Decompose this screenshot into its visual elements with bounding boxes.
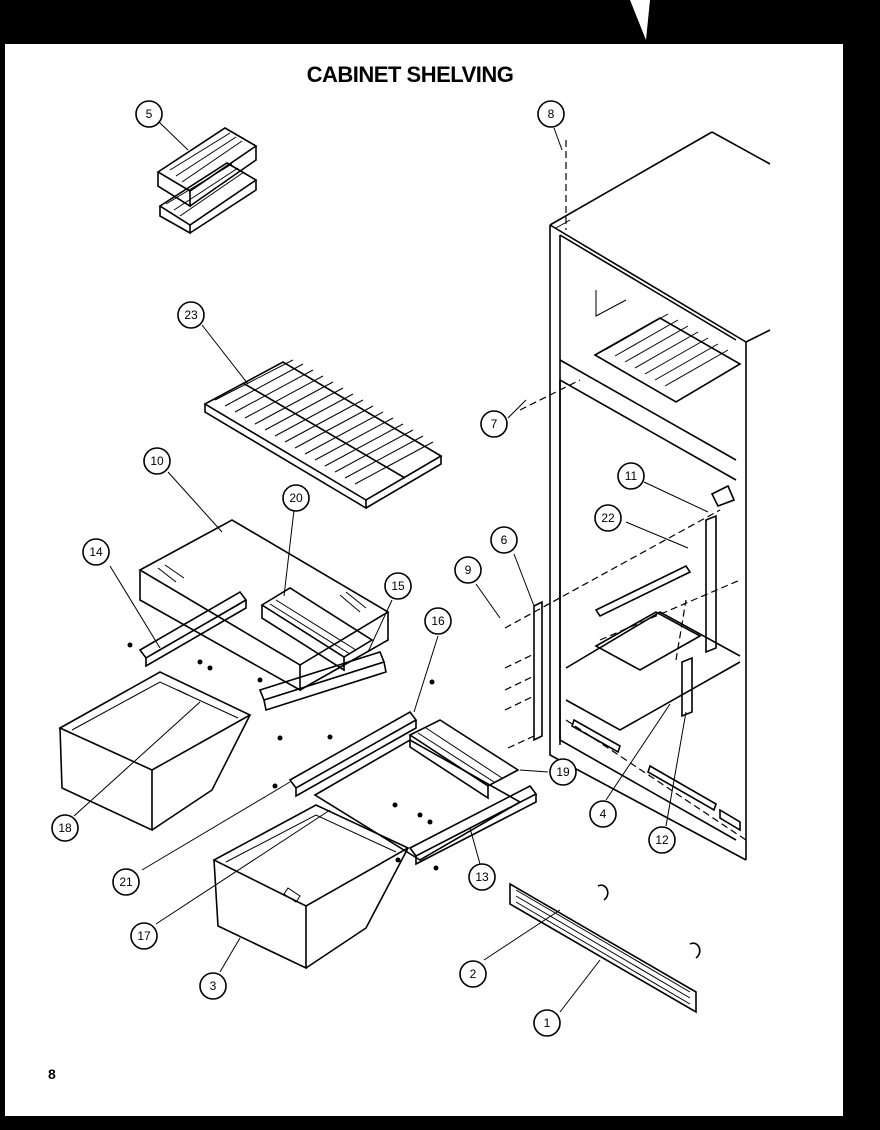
svg-text:6: 6 — [501, 533, 508, 547]
svg-text:1: 1 — [544, 1016, 551, 1030]
callout-1: 1 — [533, 1009, 561, 1037]
svg-text:11: 11 — [625, 469, 638, 483]
svg-text:4: 4 — [600, 807, 607, 821]
svg-text:13: 13 — [475, 870, 489, 884]
callout-16: 16 — [424, 607, 452, 635]
svg-text:9: 9 — [465, 563, 472, 577]
callout-18: 18 — [51, 814, 79, 842]
svg-text:14: 14 — [89, 545, 103, 559]
svg-text:17: 17 — [137, 929, 151, 943]
callout-17: 17 — [130, 922, 158, 950]
dashed-guide-lines — [504, 140, 747, 841]
toe-grille-part — [509, 882, 701, 1014]
screws-group-1 — [127, 642, 333, 741]
callout-13: 13 — [468, 863, 496, 891]
svg-text:3: 3 — [210, 979, 217, 993]
egg-tray-part — [156, 127, 258, 235]
callout-5: 5 — [135, 100, 163, 128]
callout-8: 8 — [537, 100, 565, 128]
svg-text:16: 16 — [431, 614, 445, 628]
callout-12: 12 — [648, 826, 676, 854]
lower-rails-part — [288, 710, 538, 866]
callout-11: 11 — [617, 462, 645, 490]
callout-3: 3 — [199, 972, 227, 1000]
svg-text:7: 7 — [491, 417, 498, 431]
callout-2: 2 — [459, 960, 487, 988]
svg-text:22: 22 — [601, 511, 615, 525]
callout-7: 7 — [480, 410, 508, 438]
svg-text:21: 21 — [119, 875, 133, 889]
svg-text:10: 10 — [150, 454, 164, 468]
callout-21: 21 — [112, 868, 140, 896]
svg-text:12: 12 — [655, 833, 669, 847]
page-number: 8 — [48, 1066, 56, 1082]
wire-shelf-part — [203, 359, 443, 510]
svg-text:15: 15 — [391, 579, 405, 593]
callout-14: 14 — [82, 538, 110, 566]
callout-10: 10 — [143, 447, 171, 475]
callout-23: 23 — [177, 301, 205, 329]
left-rail-part — [138, 590, 248, 668]
svg-text:19: 19 — [556, 765, 570, 779]
svg-text:8: 8 — [548, 107, 555, 121]
svg-text:20: 20 — [289, 491, 303, 505]
crisper-cover-part — [138, 519, 390, 692]
right-rail-part — [258, 651, 387, 712]
leader-lines — [73, 121, 709, 1013]
callout-6: 6 — [490, 526, 518, 554]
scan-artifact — [630, 0, 650, 40]
callout-15: 15 — [384, 572, 412, 600]
right-crisper-drawer-part — [212, 804, 410, 970]
callout-9: 9 — [454, 556, 482, 584]
callout-22: 22 — [594, 504, 622, 532]
refrigerator-cabinet — [533, 131, 771, 861]
svg-text:23: 23 — [184, 308, 198, 322]
screws-group-2 — [272, 679, 439, 871]
left-crisper-drawer-part — [58, 671, 252, 832]
svg-text:2: 2 — [470, 967, 477, 981]
callout-20: 20 — [282, 484, 310, 512]
svg-text:5: 5 — [146, 107, 153, 121]
callout-19: 19 — [549, 758, 577, 786]
callout-4: 4 — [589, 800, 617, 828]
page-title: CABINET SHELVING — [306, 62, 514, 87]
svg-text:18: 18 — [58, 821, 72, 835]
